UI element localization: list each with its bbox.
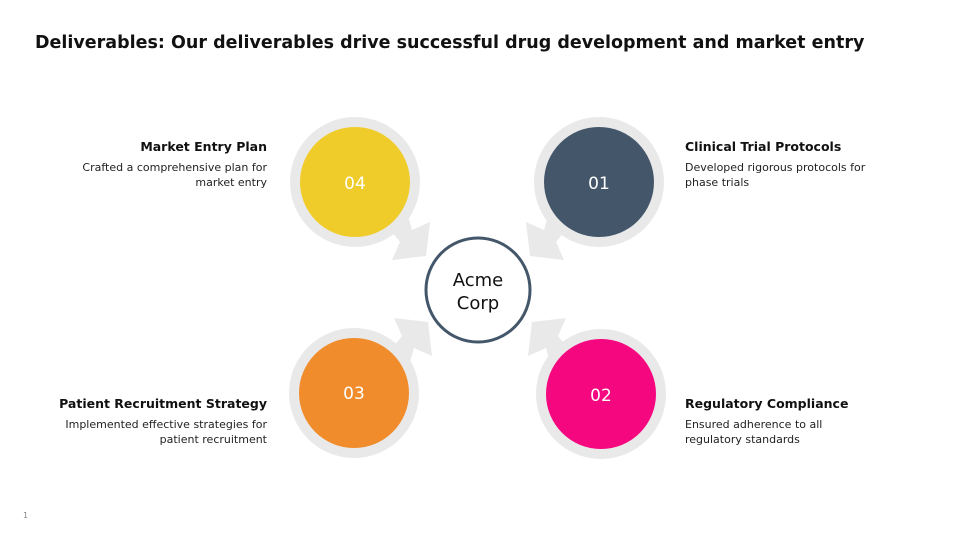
description-top-left: Crafted a comprehensive plan for market …	[82, 161, 267, 189]
node-circle-bottom-right	[546, 339, 656, 449]
page-number: 1	[23, 511, 29, 520]
node-circle-bottom-left	[299, 338, 409, 448]
node-number-top-right: 01	[588, 174, 610, 194]
heading-bottom-left: Patient Recruitment Strategy	[59, 396, 267, 411]
heading-top-right: Clinical Trial Protocols	[685, 139, 842, 154]
center-label-line2: Corp	[457, 293, 499, 314]
description-bottom-left: Implemented effective strategies for pat…	[65, 418, 267, 446]
node-number-bottom-left: 03	[343, 384, 365, 404]
node-number-bottom-right: 02	[590, 386, 612, 406]
description-bottom-right: Ensured adherence to all regulatory stan…	[685, 418, 823, 446]
node-circle-top-left	[300, 127, 410, 237]
text-block-top-right: Clinical Trial Protocols Developed rigor…	[685, 139, 875, 190]
node-circle-top-right	[544, 127, 654, 237]
text-block-top-left: Market Entry Plan Crafted a comprehensiv…	[67, 139, 267, 190]
heading-top-left: Market Entry Plan	[140, 139, 267, 154]
heading-bottom-right: Regulatory Compliance	[685, 396, 849, 411]
node-number-top-left: 04	[344, 174, 366, 194]
center-circle	[424, 236, 532, 344]
text-block-bottom-left: Patient Recruitment Strategy Implemented…	[57, 396, 267, 447]
description-top-right: Developed rigorous protocols for phase t…	[685, 161, 866, 189]
center-label-line1: Acme	[453, 270, 504, 291]
page-title: Deliverables: Our deliverables drive suc…	[35, 33, 865, 53]
text-block-bottom-right: Regulatory Compliance Ensured adherence …	[685, 396, 848, 447]
